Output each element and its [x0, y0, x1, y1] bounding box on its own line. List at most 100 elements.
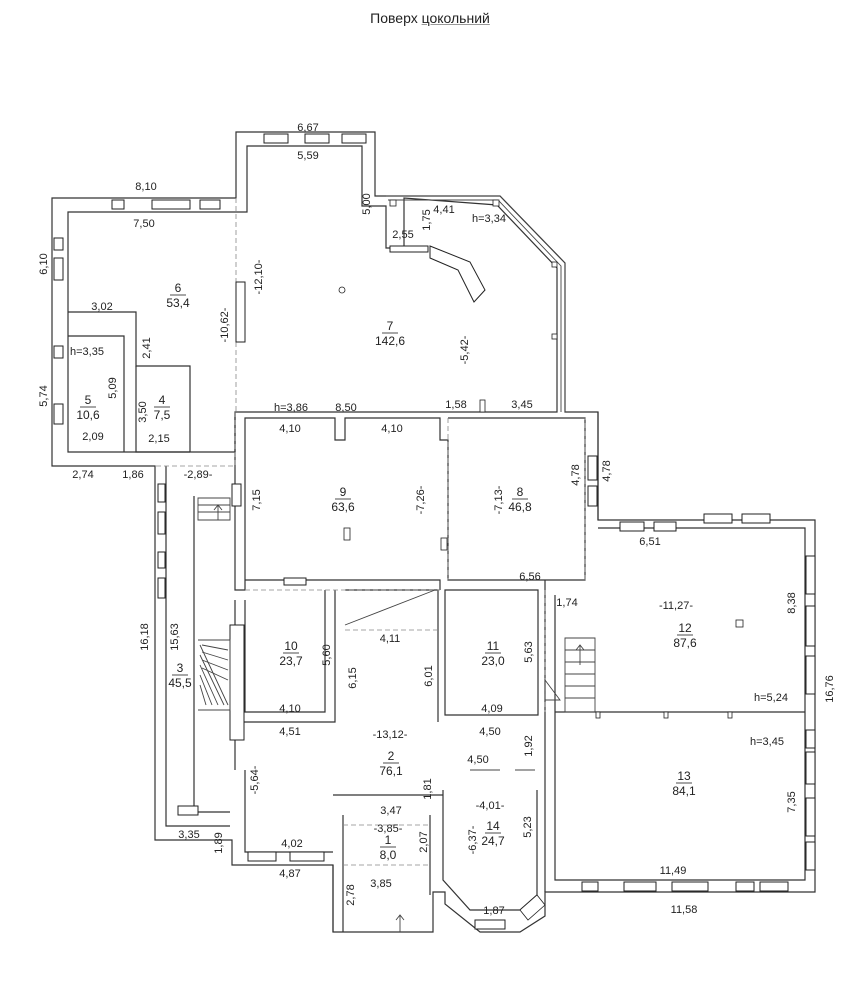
dimension-label: 5,23: [522, 816, 534, 837]
dimension-label: 4,09: [481, 703, 502, 715]
dimension-label: 2,78: [345, 884, 357, 905]
dimension-label: 1,86: [122, 469, 143, 481]
windows: [53, 133, 816, 930]
dimension-label: -3,85-: [374, 823, 403, 835]
dimension-label: 11,58: [671, 904, 698, 916]
room-number: 7: [387, 319, 394, 333]
dimension-label: 6,51: [639, 536, 660, 548]
dimension-label: 3,35: [178, 829, 199, 841]
dimension-label: -2,89-: [184, 469, 213, 481]
room-area: 7,5: [154, 408, 171, 422]
dimension-label: -13,12-: [373, 729, 408, 741]
dimension-label: 7,15: [251, 489, 263, 510]
dimension-label: 4,87: [279, 868, 300, 880]
dimension-label: 1,74: [556, 597, 577, 609]
room-number: 5: [85, 393, 92, 407]
dimension-label: -12,10-: [253, 259, 265, 294]
dimension-label: 2,07: [418, 831, 430, 852]
dimension-label: 1,58: [445, 399, 466, 411]
interior-walls: [68, 198, 806, 932]
dimension-label: 3,85: [370, 878, 391, 890]
room-area: 142,6: [375, 334, 405, 348]
bay-wall-inner: [388, 199, 562, 412]
dimension-label: 11,49: [660, 865, 687, 877]
height-labels: h=3,34 h=3,35 h=3,86 h=5,24 h=3,45: [70, 213, 788, 748]
dimension-label: -4,01-: [476, 800, 505, 812]
plan-title-underlined: цокольний: [421, 10, 490, 26]
dimension-label: 4,10: [279, 703, 300, 715]
dimension-label: 1,92: [523, 735, 535, 756]
dimension-label: -7,26-: [415, 485, 427, 514]
dimension-label: 5,59: [297, 150, 318, 162]
dimension-label: 3,47: [380, 805, 401, 817]
dimension-label: 3,02: [91, 301, 112, 313]
dimension-label: 4,50: [479, 726, 500, 738]
dimension-label: 5,60: [321, 644, 333, 665]
dimension-label: 4,51: [279, 726, 300, 738]
room-number: 14: [486, 819, 500, 833]
dimension-label: 15,63: [169, 623, 181, 651]
dimension-label: 4,10: [279, 423, 300, 435]
room-area: 10,6: [76, 408, 100, 422]
dimension-label: 2,55: [392, 229, 413, 241]
room-area: 23,0: [481, 654, 505, 668]
room-number: 1: [385, 833, 392, 847]
dimension-label: 6,67: [297, 122, 318, 134]
dimension-label: 5,00: [361, 193, 373, 214]
dimension-label: -11,27-: [659, 600, 693, 612]
room-number: 3: [177, 661, 184, 675]
dimension-label: 2,41: [141, 337, 153, 358]
dimension-label: 6,56: [519, 571, 540, 583]
dimension-label: 4,41: [433, 204, 454, 216]
dimension-label: 1,87: [483, 905, 504, 917]
dimension-label: 1,75: [421, 209, 433, 230]
room-number: 13: [677, 769, 691, 783]
corridor-left-inner: [193, 496, 230, 813]
dimension-label: 2,15: [148, 433, 169, 445]
dimension-label: -6,37-: [467, 825, 479, 854]
dimension-label: 6,15: [347, 667, 359, 688]
dimension-label: 5,74: [38, 385, 50, 406]
dimension-label: 2,09: [82, 431, 103, 443]
room-area: 23,7: [279, 654, 303, 668]
dimension-label: 3,50: [137, 401, 149, 422]
room-number: 9: [340, 485, 347, 499]
plan-title-prefix: Поверх: [370, 10, 418, 26]
dimension-label: 8,50: [335, 402, 356, 414]
room-labels: 18,0276,1345,547,5510,6653,47142,6846,89…: [76, 281, 697, 862]
dimension-label: -5,64-: [249, 765, 261, 794]
room-area: 46,8: [508, 500, 532, 514]
dimension-label: -7,13-: [493, 485, 505, 514]
room-area: 24,7: [481, 834, 505, 848]
dimension-label: 16,18: [139, 623, 151, 651]
stairs: [197, 497, 596, 932]
room-area: 45,5: [168, 676, 192, 690]
corridor-left-outer: [165, 466, 230, 827]
plan-title: Поверх цокольний: [0, 10, 860, 26]
dimension-label: 7,50: [133, 218, 154, 230]
dimension-label: 4,02: [281, 838, 302, 850]
dimension-label: 6,01: [423, 665, 435, 686]
dimension-label: 5,63: [523, 641, 535, 662]
dimension-label: 6,10: [38, 253, 50, 274]
dimension-label: 16,76: [824, 675, 836, 703]
dimension-label: -5,42-: [459, 335, 471, 364]
dimension-label: 8,10: [135, 181, 156, 193]
height-label: h=3,34: [472, 213, 506, 225]
room-number: 8: [517, 485, 524, 499]
room-area: 53,4: [166, 296, 190, 310]
dimension-label: 8,38: [786, 592, 798, 613]
height-label: h=5,24: [754, 692, 788, 704]
height-label: h=3,86: [274, 402, 308, 414]
dimension-label: 1,81: [422, 778, 434, 799]
dimension-label: 4,78: [601, 460, 613, 481]
room-area: 63,6: [331, 500, 355, 514]
dimension-label: 4,50: [467, 754, 488, 766]
room-area: 76,1: [379, 764, 403, 778]
dimension-label: 5,09: [107, 377, 119, 398]
dimension-label: -10,62-: [219, 307, 231, 342]
room-number: 6: [175, 281, 182, 295]
room-number: 2: [388, 749, 395, 763]
dimension-label: 4,10: [381, 423, 402, 435]
